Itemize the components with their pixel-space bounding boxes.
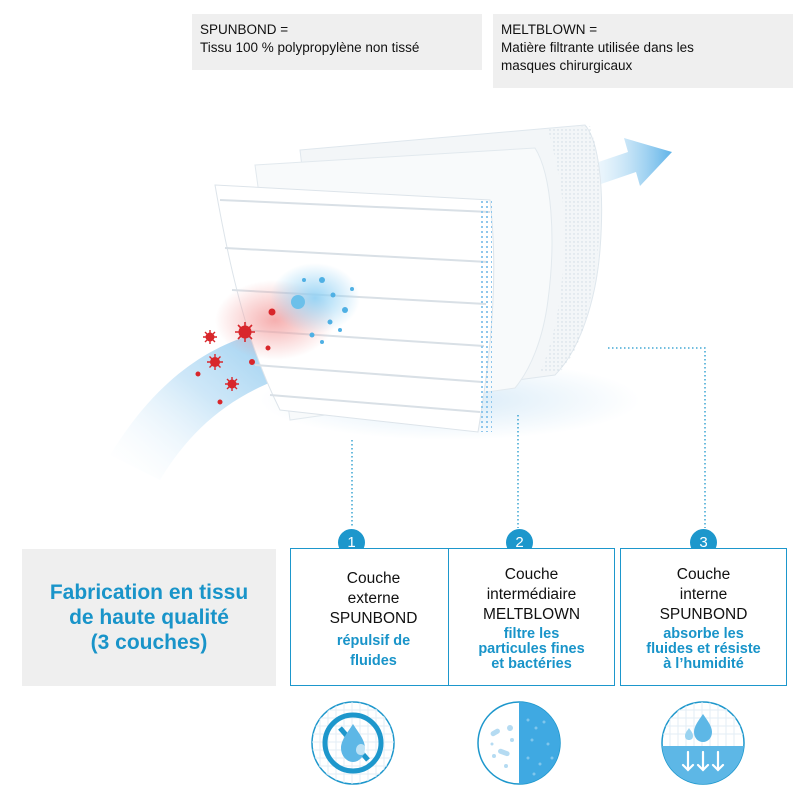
meltblown-note: MELTBLOWN = Matière filtrante utilisée d… (493, 14, 793, 88)
layer-1-desc2: fluides (350, 653, 397, 669)
spunbond-note: SPUNBOND = Tissu 100 % polypropylène non… (192, 14, 482, 70)
spunbond-note-text: Tissu 100 % polypropylène non tissé (200, 40, 420, 55)
layer-3-line3: SPUNBOND (659, 606, 748, 623)
layer-3-desc3: à l’humidité (663, 656, 744, 672)
layer-1-line2: externe (347, 590, 400, 607)
virus-particles (195, 308, 276, 405)
layer-2-desc2: particules fines (478, 641, 585, 657)
mask-layers-illustration (110, 124, 706, 528)
layer-2-line3: MELTBLOWN (482, 606, 581, 623)
leader-lines (351, 347, 706, 528)
no-water-drop-icon (311, 701, 395, 785)
layer-3-line2: interne (679, 586, 728, 603)
layer-1-line3: SPUNBOND (329, 610, 418, 627)
headline-line3: (3 couches) (90, 631, 208, 654)
meltblown-note-line1: Matière filtrante utilisée dans les (501, 40, 694, 55)
particle-filter-icon (477, 701, 561, 785)
layer-1-line1: Couche (346, 570, 401, 587)
headline-box: Fabrication en tissu de haute qualité (3… (22, 549, 276, 686)
blue-filter-glow (270, 263, 360, 333)
headline-line1: Fabrication en tissu (49, 581, 249, 604)
layer-2-desc3: et bactéries (491, 656, 572, 672)
layer-3-desc2: fluides et résiste (646, 641, 761, 657)
layer-2-line2: intermédiaire (486, 586, 577, 603)
layer-1-desc1: répulsif de (336, 633, 411, 649)
headline-line2: de haute qualité (69, 606, 229, 629)
meltblown-note-line2: masques chirurgicaux (501, 58, 633, 73)
moisture-absorb-icon (661, 701, 745, 785)
layer-2-desc1: filtre les (503, 626, 560, 642)
layer-1-card: Couche externe SPUNBOND répulsif de flui… (290, 548, 457, 686)
incoming-air-stream (110, 330, 290, 480)
spunbond-note-title: SPUNBOND = (200, 22, 289, 37)
blue-particles (291, 277, 354, 344)
layer-2-card: Couche intermédiaire MELTBLOWN filtre le… (448, 548, 615, 686)
layer-2-line1: Couche (504, 566, 559, 583)
meltblown-note-title: MELTBLOWN = (501, 22, 598, 37)
layer-3-card: Couche interne SPUNBOND absorbe les flui… (620, 548, 787, 686)
layer-3-desc1: absorbe les (663, 626, 744, 642)
layer-3-line1: Couche (676, 566, 731, 583)
